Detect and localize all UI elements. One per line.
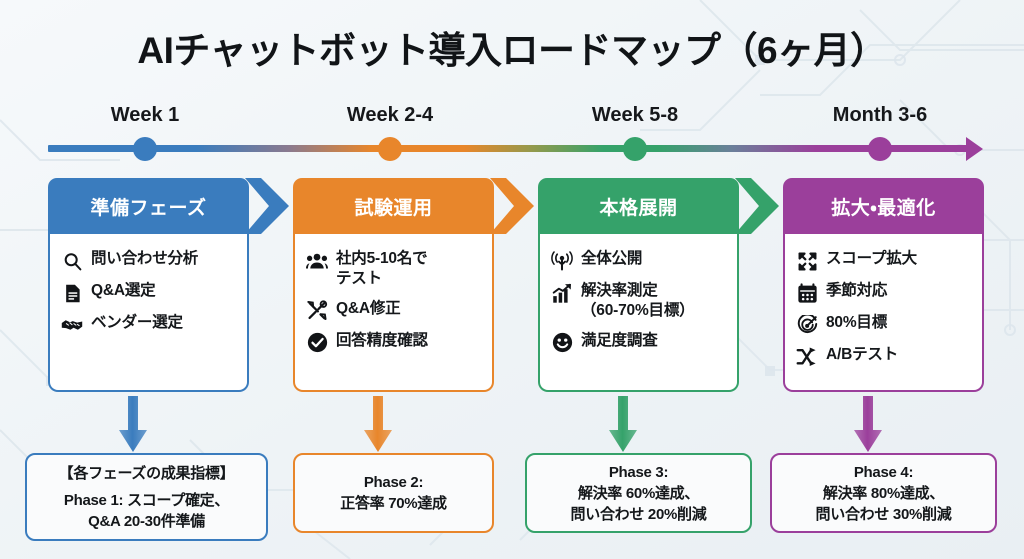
timeline-dot-3[interactable] [623, 137, 647, 161]
phase-header-3: 本格展開 [538, 178, 739, 234]
outcome-line: 問い合わせ 20%削減 [570, 505, 707, 523]
phase-body-1: 問い合わせ分析 Q&A選定ベンダー選定 [48, 234, 249, 392]
phase-title: 拡大・最適化 [831, 197, 936, 219]
phase-item-label: 季節対応 [826, 282, 888, 299]
phase-3-item-1: 全体公開 [551, 249, 727, 272]
phase-item-label: 問い合わせ分析 [91, 250, 199, 267]
outcome-line: 解決率 60%達成、 [577, 484, 700, 502]
phase-card-3[interactable]: 本格展開全体公開解決率測定（60-70%目標） 満足度調査 [538, 178, 779, 392]
outcome-line: Phase 2: [363, 474, 424, 491]
phase-card-2[interactable]: 試験運用社内5-10名でテスト Q&A修正回答精度確認 [293, 178, 534, 392]
timeline-dot-1[interactable] [133, 137, 157, 161]
phase-2-item-1: 社内5-10名でテスト [306, 249, 482, 290]
target-icon [796, 314, 818, 336]
timeline-label-1: Week 1 [110, 104, 180, 126]
phase-item-label: A/Bテスト [826, 346, 898, 363]
phase-3-item-3: 満足度調査 [551, 331, 727, 354]
outcome-box-4[interactable]: Phase 4: 解決率 80%達成、問い合わせ 30%削減 [770, 453, 997, 533]
tools-icon [306, 300, 328, 322]
phase-title: 本格展開 [599, 197, 678, 219]
phase-2-item-2: Q&A修正 [306, 299, 482, 322]
phase-card-1[interactable]: 準備フェーズ問い合わせ分析 Q&A選定ベンダー選定 [48, 178, 289, 392]
timeline-dot-4[interactable] [868, 137, 892, 161]
timeline-label-2: Week 2-4 [346, 104, 434, 126]
phase-item-label: 満足度調査 [581, 331, 658, 349]
phase-title: 試験運用 [354, 197, 433, 219]
phase-4-item-4: A/Bテスト [796, 345, 972, 368]
phase-item-label: 社内5-10名でテスト [336, 250, 428, 288]
phase-item-label: 解決率測定（60-70%目標） [581, 282, 695, 320]
handshake-icon [61, 314, 83, 336]
search-icon [61, 250, 83, 272]
document-icon [61, 282, 83, 304]
phase-body-2: 社内5-10名でテスト Q&A修正回答精度確認 [293, 234, 494, 392]
phase-1-item-3: ベンダー選定 [61, 313, 237, 336]
phase-connector-arrow-2 [490, 178, 536, 234]
timeline-arrowhead-icon [966, 137, 983, 161]
phase-3-down-arrow-icon [608, 396, 638, 453]
phase-connector-arrow-3 [735, 178, 781, 234]
phase-item-label: スコープ拡大 [826, 250, 917, 267]
phase-body-3: 全体公開解決率測定（60-70%目標） 満足度調査 [538, 234, 739, 392]
calendar-icon [796, 282, 818, 304]
smiley-icon [551, 332, 573, 354]
expand-arrows-icon [796, 250, 818, 272]
phase-item-label: 回答精度確認 [336, 331, 428, 349]
outcome-line: Phase 3: [608, 463, 669, 481]
shuffle-icon [796, 346, 818, 368]
outcome-line: 正答率 70%達成 [340, 495, 447, 512]
people-icon [306, 250, 328, 272]
phase-2-down-arrow-icon [363, 396, 393, 453]
broadcast-icon [551, 250, 573, 272]
timeline-label-4: Month 3-6 [832, 104, 928, 126]
phase-item-label: 全体公開 [581, 250, 643, 267]
phase-1-item-1: 問い合わせ分析 [61, 249, 237, 272]
phase-item-label: ベンダー選定 [91, 314, 183, 331]
outcome-line: Phase 1: スコープ確定、 [63, 492, 230, 509]
phase-4-item-3: 80%目標 [796, 313, 972, 336]
phase-title: 準備フェーズ [90, 197, 207, 219]
outcome-line: Phase 4: [853, 463, 914, 481]
timeline-dot-2[interactable] [378, 137, 402, 161]
phase-connector-arrow-1 [245, 178, 291, 234]
phase-2-item-3: 回答精度確認 [306, 331, 482, 354]
phase-card-4[interactable]: 拡大・最適化スコープ拡大季節対応 80%目標 A/Bテスト [783, 178, 984, 392]
phase-4-item-1: スコープ拡大 [796, 249, 972, 272]
phase-4-down-arrow-icon [853, 396, 883, 453]
outcome-line: 問い合わせ 30%削減 [815, 505, 952, 523]
timeline-label-3: Week 5-8 [591, 104, 679, 126]
phase-body-4: スコープ拡大季節対応 80%目標 A/Bテスト [783, 234, 984, 392]
check-circle-icon [306, 332, 328, 354]
phase-item-label: Q&A選定 [91, 282, 156, 299]
growth-chart-icon [551, 282, 573, 304]
outcome-line: Q&A 20-30件準備 [88, 513, 205, 530]
phase-item-label: Q&A修正 [336, 299, 401, 317]
phase-1-item-2: Q&A選定 [61, 281, 237, 304]
page-title: AIチャットボット導入ロードマップ（6ヶ月） [137, 30, 887, 71]
phase-header-4: 拡大・最適化 [783, 178, 984, 234]
phase-item-label: 80%目標 [826, 314, 888, 331]
phase-header-1: 準備フェーズ [48, 178, 249, 234]
phase-header-2: 試験運用 [293, 178, 494, 234]
outcome-line: 解決率 80%達成、 [822, 484, 945, 502]
outcome-box-3[interactable]: Phase 3: 解決率 60%達成、問い合わせ 20%削減 [525, 453, 752, 533]
timeline-track [48, 145, 973, 152]
outcome-heading-1: 【各フェーズの成果指標】 [58, 465, 235, 482]
outcome-box-2[interactable]: Phase 2: 正答率 70%達成 [293, 453, 494, 533]
phase-3-item-2: 解決率測定（60-70%目標） [551, 281, 727, 322]
phase-1-down-arrow-icon [118, 396, 148, 453]
outcome-box-1[interactable]: 【各フェーズの成果指標】 Phase 1: スコープ確定、 Q&A 20-30件準備 [25, 453, 268, 541]
phase-4-item-2: 季節対応 [796, 281, 972, 304]
